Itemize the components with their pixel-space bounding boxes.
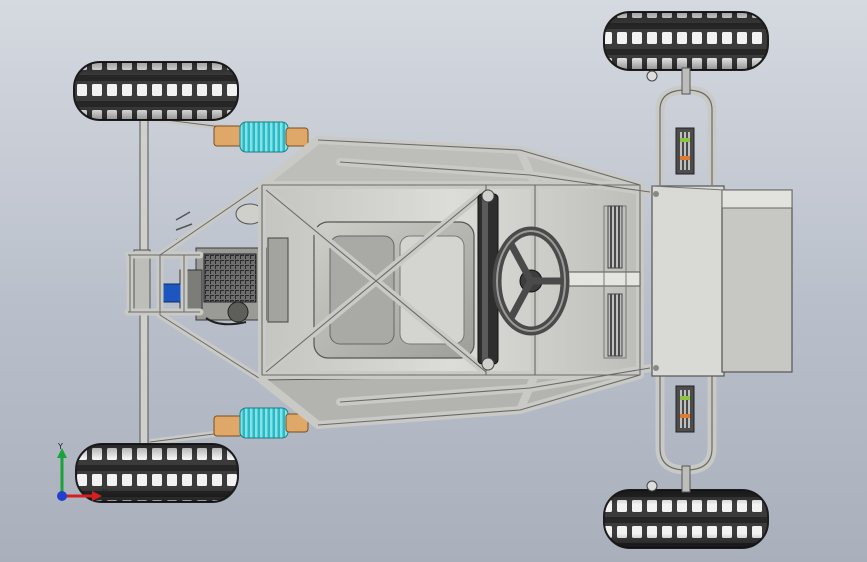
- front-shock-left: [675, 127, 695, 175]
- nose-box: [651, 185, 793, 377]
- seat-crossbar: [477, 189, 499, 371]
- rear-shock-right: [213, 407, 309, 439]
- triad-x-label: X: [102, 488, 108, 497]
- tire-rear-right: [75, 443, 239, 503]
- z-axis-dot: [57, 491, 67, 501]
- triad-y-label: Y: [58, 442, 63, 451]
- steering-wheel: [492, 226, 570, 336]
- main-frame: [258, 136, 654, 429]
- tire-rear-left: [73, 61, 239, 121]
- x-axis-arrowhead: [92, 491, 102, 501]
- front-shock-right: [675, 385, 695, 433]
- rear-shock-left: [213, 121, 309, 153]
- steering-column: [565, 205, 641, 359]
- tire-front-right: [603, 489, 769, 549]
- y-axis-arrowhead: [57, 448, 67, 458]
- front-suspension: [646, 67, 717, 493]
- tire-front-left: [603, 11, 769, 71]
- coordinate-triad: [57, 448, 102, 501]
